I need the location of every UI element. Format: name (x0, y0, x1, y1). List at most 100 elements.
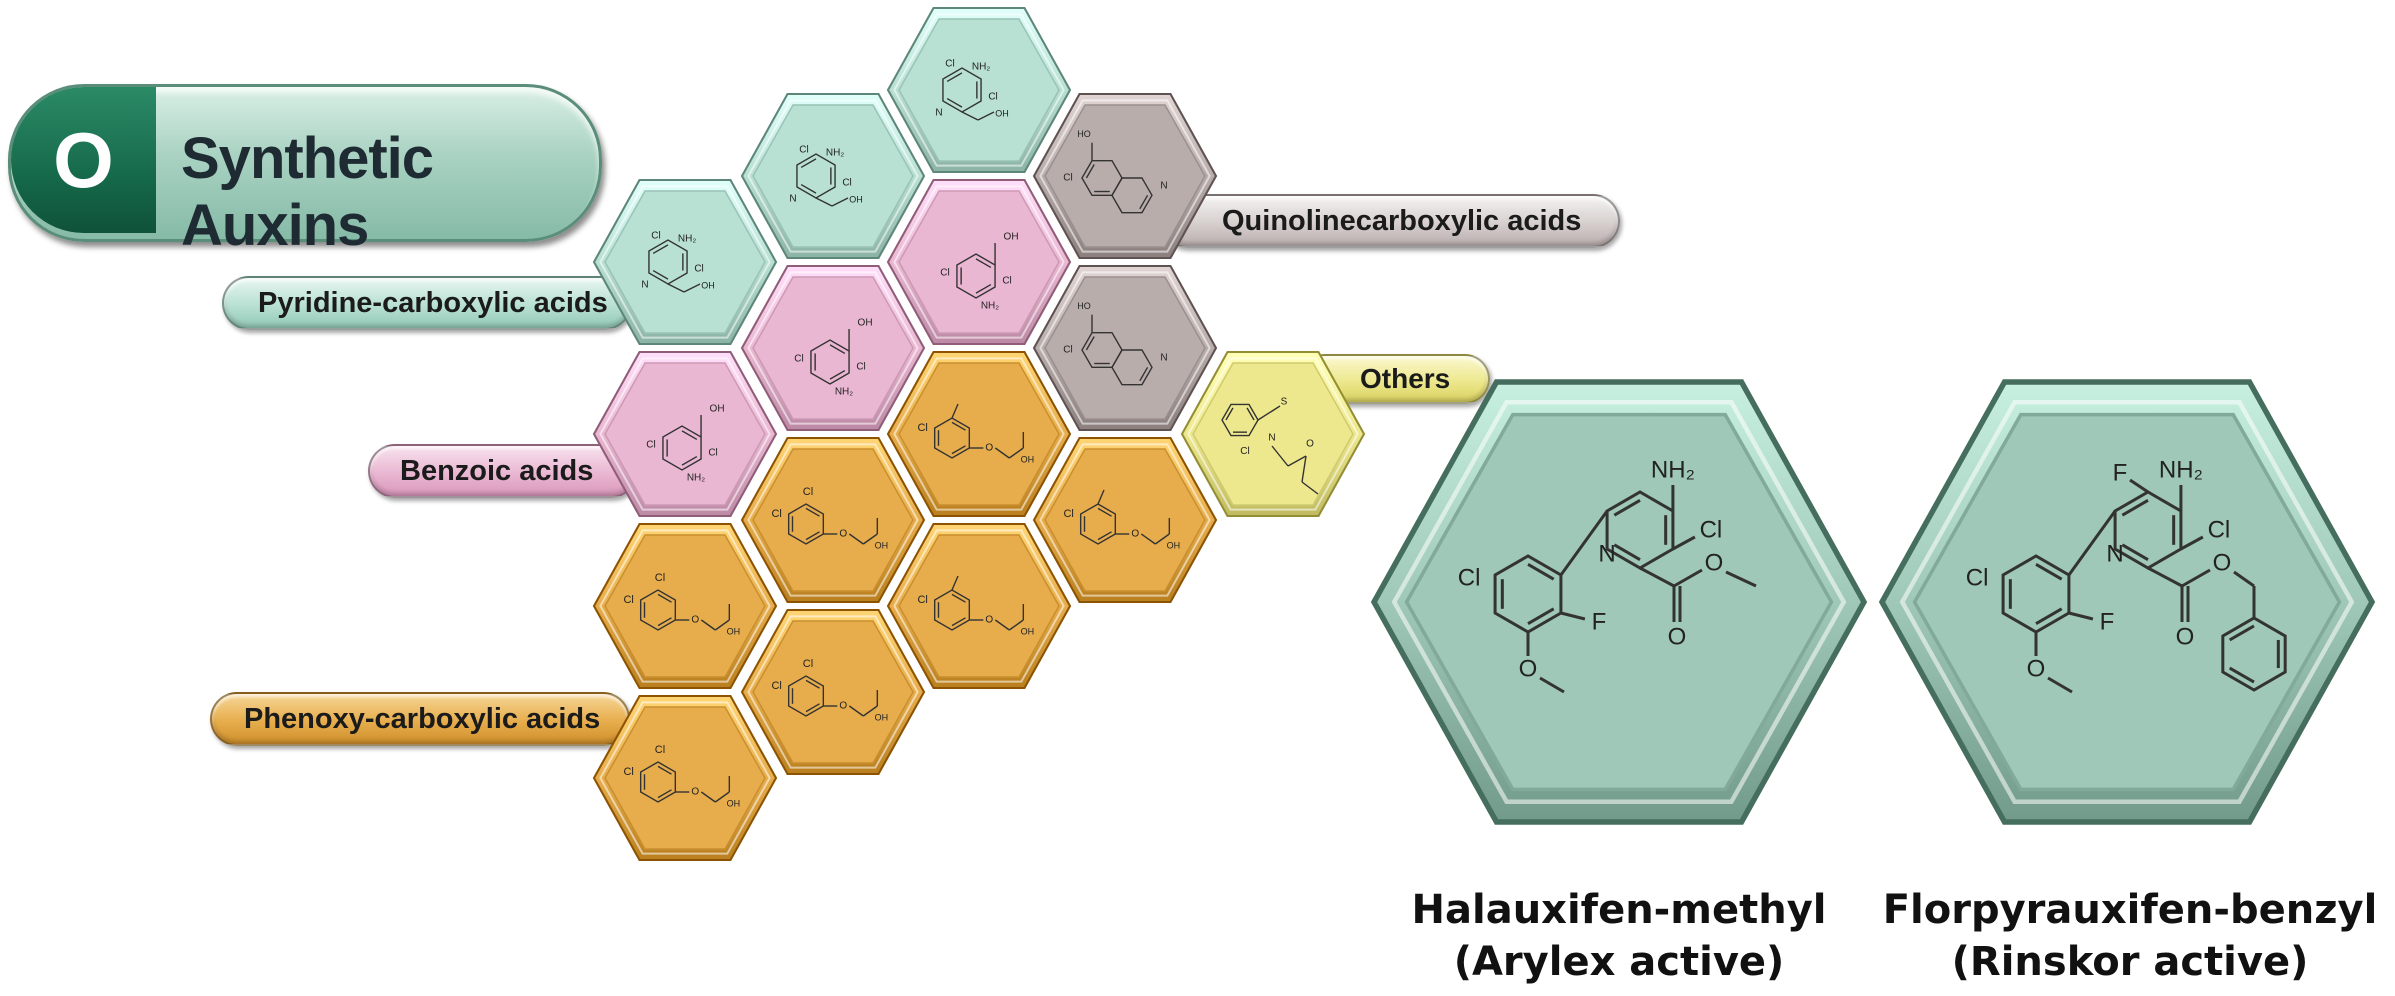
compound-brand: (Rinskor active) (1951, 939, 2309, 985)
compound-name: Halauxifen-methyl (1411, 887, 1827, 933)
svg-text:Cl: Cl (1700, 516, 1723, 543)
svg-text:HO: HO (1077, 129, 1091, 139)
svg-text:Cl: Cl (1063, 508, 1073, 520)
svg-text:OH: OH (701, 280, 715, 290)
svg-text:Cl: Cl (917, 422, 927, 434)
svg-text:O: O (691, 615, 699, 626)
svg-text:N: N (1598, 540, 1615, 567)
svg-text:F: F (1592, 608, 1607, 635)
svg-text:Cl: Cl (623, 594, 633, 606)
caption-florpyrauxifen: Florpyrauxifen-benzyl (Rinskor active) (1880, 884, 2380, 988)
compound-brand: (Arylex active) (1453, 939, 1785, 985)
svg-text:O: O (2213, 549, 2232, 576)
svg-text:O: O (839, 701, 847, 712)
hexagon-face (752, 448, 914, 592)
hexagon-face (898, 362, 1060, 506)
featured-hexagon-face (1404, 412, 1834, 792)
hexagon-face (604, 190, 766, 334)
svg-text:F: F (2100, 608, 2115, 635)
svg-text:OH: OH (1021, 454, 1035, 464)
svg-text:NH₂: NH₂ (1651, 456, 1695, 483)
svg-text:Cl: Cl (917, 594, 927, 606)
svg-text:N: N (1268, 433, 1275, 444)
hexagon-face (898, 190, 1060, 334)
svg-text:N: N (789, 194, 796, 205)
chemical-structure: ClO OH (917, 575, 1035, 636)
svg-text:O: O (2176, 623, 2195, 650)
svg-text:NH₂: NH₂ (972, 62, 990, 73)
svg-text:Cl: Cl (646, 440, 655, 451)
svg-text:Cl: Cl (771, 508, 781, 520)
hexagon-face (898, 18, 1060, 162)
svg-text:OH: OH (727, 798, 741, 808)
hexagon-face (604, 362, 766, 506)
page-title: Synthetic Auxins (181, 126, 434, 258)
label-quinoline: Quinolinecarboxylic acids (1160, 194, 1620, 248)
svg-text:N: N (935, 108, 942, 119)
svg-text:Cl: Cl (1063, 345, 1072, 356)
svg-text:Cl: Cl (803, 658, 813, 670)
svg-text:O: O (1306, 439, 1314, 450)
hexagon-face (898, 534, 1060, 678)
svg-text:HO: HO (1077, 301, 1091, 311)
svg-text:Cl: Cl (651, 231, 660, 242)
svg-text:N: N (1160, 181, 1167, 192)
chemical-structure: Cl HO N (1063, 129, 1168, 214)
svg-text:Cl: Cl (771, 680, 781, 692)
compound-hexagon-quinoline: Cl HO N (1032, 92, 1218, 260)
hexagon-face (604, 534, 766, 678)
svg-text:O: O (691, 787, 699, 798)
chemical-structure: ClO OH (1063, 489, 1181, 550)
featured-hexagon-face (1912, 412, 2342, 792)
svg-text:O: O (2027, 655, 2046, 682)
label-pyridine: Pyridine-carboxylic acids (222, 276, 632, 330)
svg-text:NH₂: NH₂ (826, 148, 844, 159)
svg-text:O: O (985, 615, 993, 626)
hexagon-face (752, 620, 914, 764)
svg-text:NH₂: NH₂ (678, 234, 696, 245)
svg-text:Cl: Cl (1966, 564, 1989, 591)
svg-text:Cl: Cl (708, 448, 717, 459)
svg-text:Cl: Cl (1240, 446, 1249, 457)
svg-text:Cl: Cl (2208, 516, 2231, 543)
svg-text:Cl: Cl (988, 92, 997, 103)
hexagon-face (752, 104, 914, 248)
title-letter-badge: O (11, 87, 156, 233)
svg-text:NH₂: NH₂ (2159, 456, 2203, 483)
svg-text:OH: OH (1021, 626, 1035, 636)
svg-text:OH: OH (727, 626, 741, 636)
svg-text:Cl: Cl (1063, 173, 1072, 184)
svg-text:O: O (1668, 623, 1687, 650)
label-others: Others (1300, 354, 1490, 404)
svg-text:NH₂: NH₂ (835, 387, 853, 398)
svg-text:OH: OH (858, 318, 873, 329)
hexagon-face (1192, 362, 1354, 506)
svg-text:OH: OH (1167, 540, 1181, 550)
svg-text:OH: OH (849, 194, 863, 204)
svg-text:O: O (1131, 529, 1139, 540)
svg-text:OH: OH (1004, 232, 1019, 243)
caption-halauxifen: Halauxifen-methyl (Arylex active) (1372, 884, 1866, 988)
